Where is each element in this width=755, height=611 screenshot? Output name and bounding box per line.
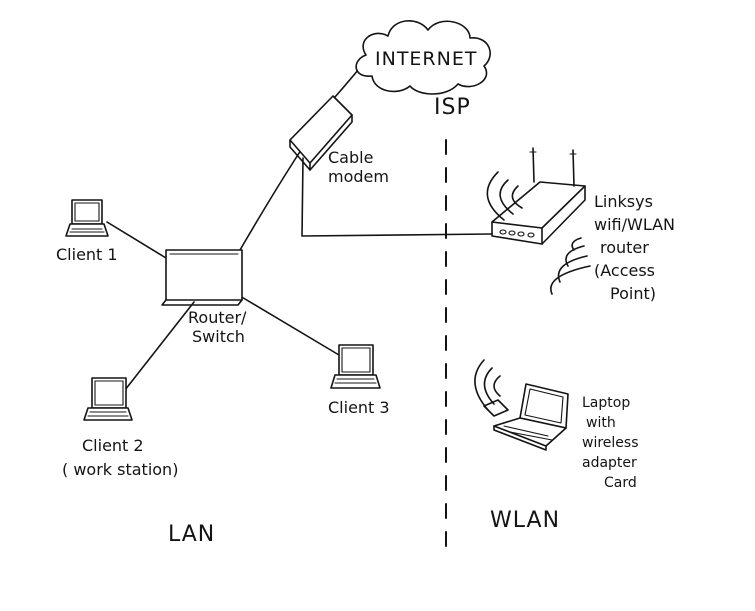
wifi-router-label: Linksys wifi/WLAN router (Access Point) bbox=[594, 190, 675, 305]
client1-switch-link bbox=[106, 221, 167, 259]
switch-modem-link bbox=[239, 146, 304, 251]
connections bbox=[106, 57, 493, 561]
wifi-router-label-line2: wifi/WLAN bbox=[594, 215, 676, 234]
laptop-label-line5: Card bbox=[604, 475, 637, 491]
isp-label: ISP bbox=[434, 95, 471, 120]
cable-modem-label: Cable modem bbox=[328, 148, 389, 186]
router-switch bbox=[161, 249, 243, 306]
client3-label: Client 3 bbox=[328, 398, 390, 417]
cable-modem-label-line2: modem bbox=[328, 167, 389, 186]
client3-switch-link bbox=[239, 295, 340, 356]
internet-label: INTERNET bbox=[375, 48, 478, 70]
client2-label-line1: Client 2 bbox=[82, 436, 144, 455]
laptop-label-line3: wireless bbox=[582, 435, 639, 451]
cable-modem-label-line1: Cable bbox=[328, 148, 374, 167]
laptop-label-line2: with bbox=[586, 415, 616, 431]
router-switch-label-line1: Router/ bbox=[188, 308, 247, 327]
wireless-laptop bbox=[474, 359, 569, 451]
wifi-router bbox=[486, 147, 591, 295]
wifi-router-label-line3: router bbox=[600, 238, 649, 257]
lan-zone-label: LAN bbox=[168, 522, 216, 547]
wlan-zone-label: WLAN bbox=[490, 508, 561, 533]
wifi-router-label-line5: Point) bbox=[610, 284, 656, 303]
client1-laptop bbox=[65, 199, 109, 237]
laptop-label-line4: adapter bbox=[582, 455, 637, 471]
wifi-router-label-line1: Linksys bbox=[594, 192, 653, 211]
client3-laptop bbox=[330, 344, 381, 389]
laptop-label: Laptop with wireless adapter Card bbox=[582, 393, 639, 493]
router-switch-label-line2: Switch bbox=[192, 327, 245, 346]
client2-switch-link bbox=[124, 301, 195, 391]
cable-modem bbox=[289, 95, 353, 171]
router-switch-label: Router/ Switch bbox=[188, 308, 246, 346]
wifi-router-label-line4: (Access bbox=[594, 261, 656, 280]
client1-label: Client 1 bbox=[56, 245, 118, 264]
client2-label: Client 2 ( work station) bbox=[62, 436, 178, 479]
client2-label-line2: ( work station) bbox=[62, 460, 179, 479]
client2-laptop bbox=[83, 377, 133, 421]
internet-cloud bbox=[355, 20, 491, 95]
laptop-label-line1: Laptop bbox=[582, 395, 631, 411]
modem-router-link bbox=[301, 157, 493, 237]
